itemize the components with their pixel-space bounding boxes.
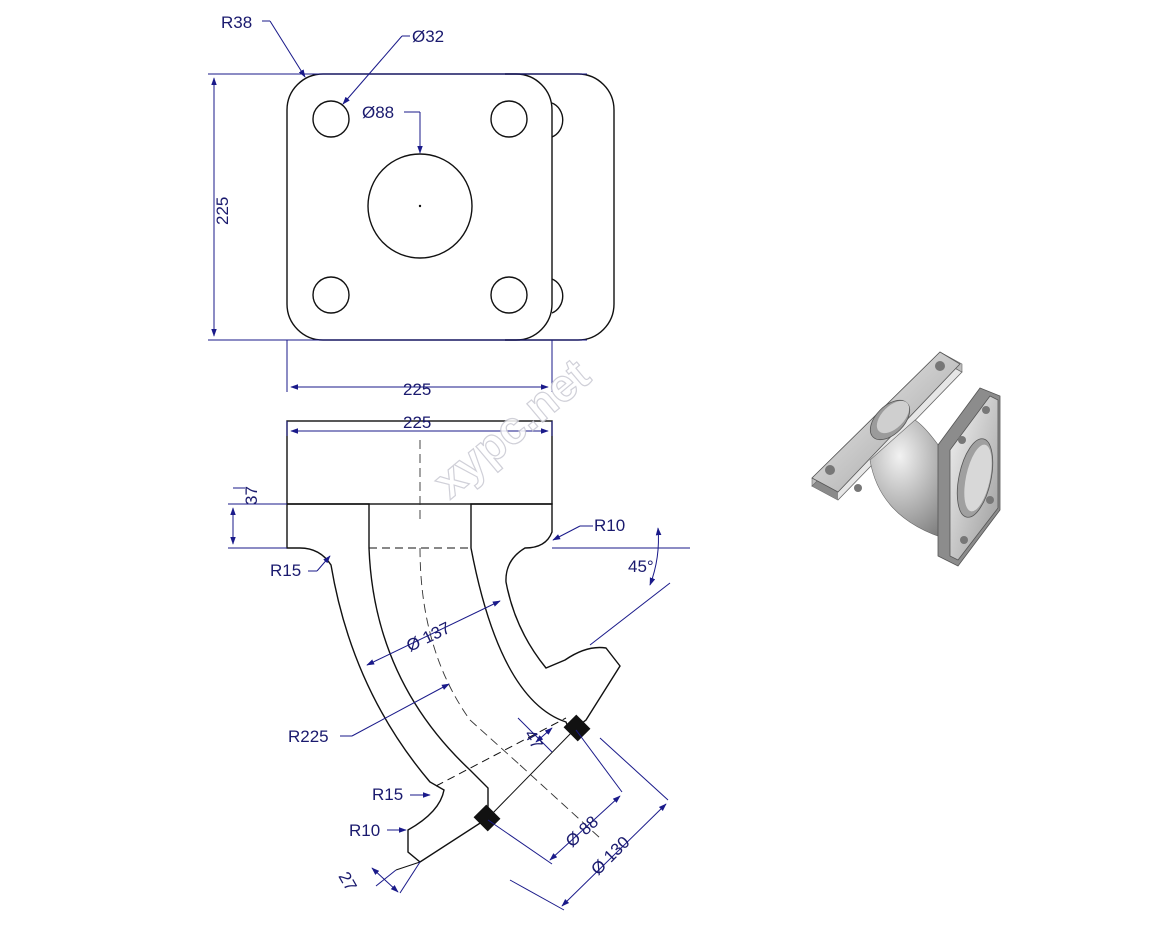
dim-r15-left: R15 (270, 561, 301, 580)
dim-dia137: Ø 137 (403, 618, 453, 655)
top-view (286, 73, 615, 341)
back-hole-bottom (551, 278, 564, 314)
dim-w225-bottom: 225 (403, 413, 431, 432)
dim-r225: R225 (288, 727, 329, 746)
dim-dia88-top: Ø88 (362, 103, 394, 122)
bolt-hole-top-right (490, 100, 528, 138)
top-view-dimensions: R38 Ø32 Ø88 225 225 (208, 13, 587, 399)
gasket-top (563, 714, 591, 742)
dim-angle45: 45° (628, 557, 654, 576)
dim-r10-right: R10 (594, 516, 625, 535)
dim-d37: 37 (242, 486, 261, 505)
bolt-hole-bottom-right (490, 276, 528, 314)
gasket-bottom (473, 804, 501, 832)
isometric-render (811, 351, 1001, 567)
dim-h225: 225 (213, 197, 232, 225)
top-view-back-flange (505, 73, 615, 341)
right-wall-section (470, 503, 621, 734)
central-bore (367, 153, 473, 259)
dim-r38: R38 (221, 13, 252, 32)
dim-d27: 27 (335, 869, 361, 895)
dim-dia32: Ø32 (412, 27, 444, 46)
bolt-hole-bottom-left (312, 276, 350, 314)
top-flange-block (286, 420, 553, 505)
back-hole-top (551, 102, 564, 138)
dim-dia130: Ø 130 (587, 833, 633, 879)
left-wall-section (286, 503, 489, 863)
bolt-hole-top-left (312, 100, 350, 138)
dim-r10-bottom: R10 (349, 821, 380, 840)
dim-w225-top: 225 (403, 380, 431, 399)
dim-r15-bottom: R15 (372, 785, 403, 804)
watermark: xypc.net (423, 348, 599, 508)
